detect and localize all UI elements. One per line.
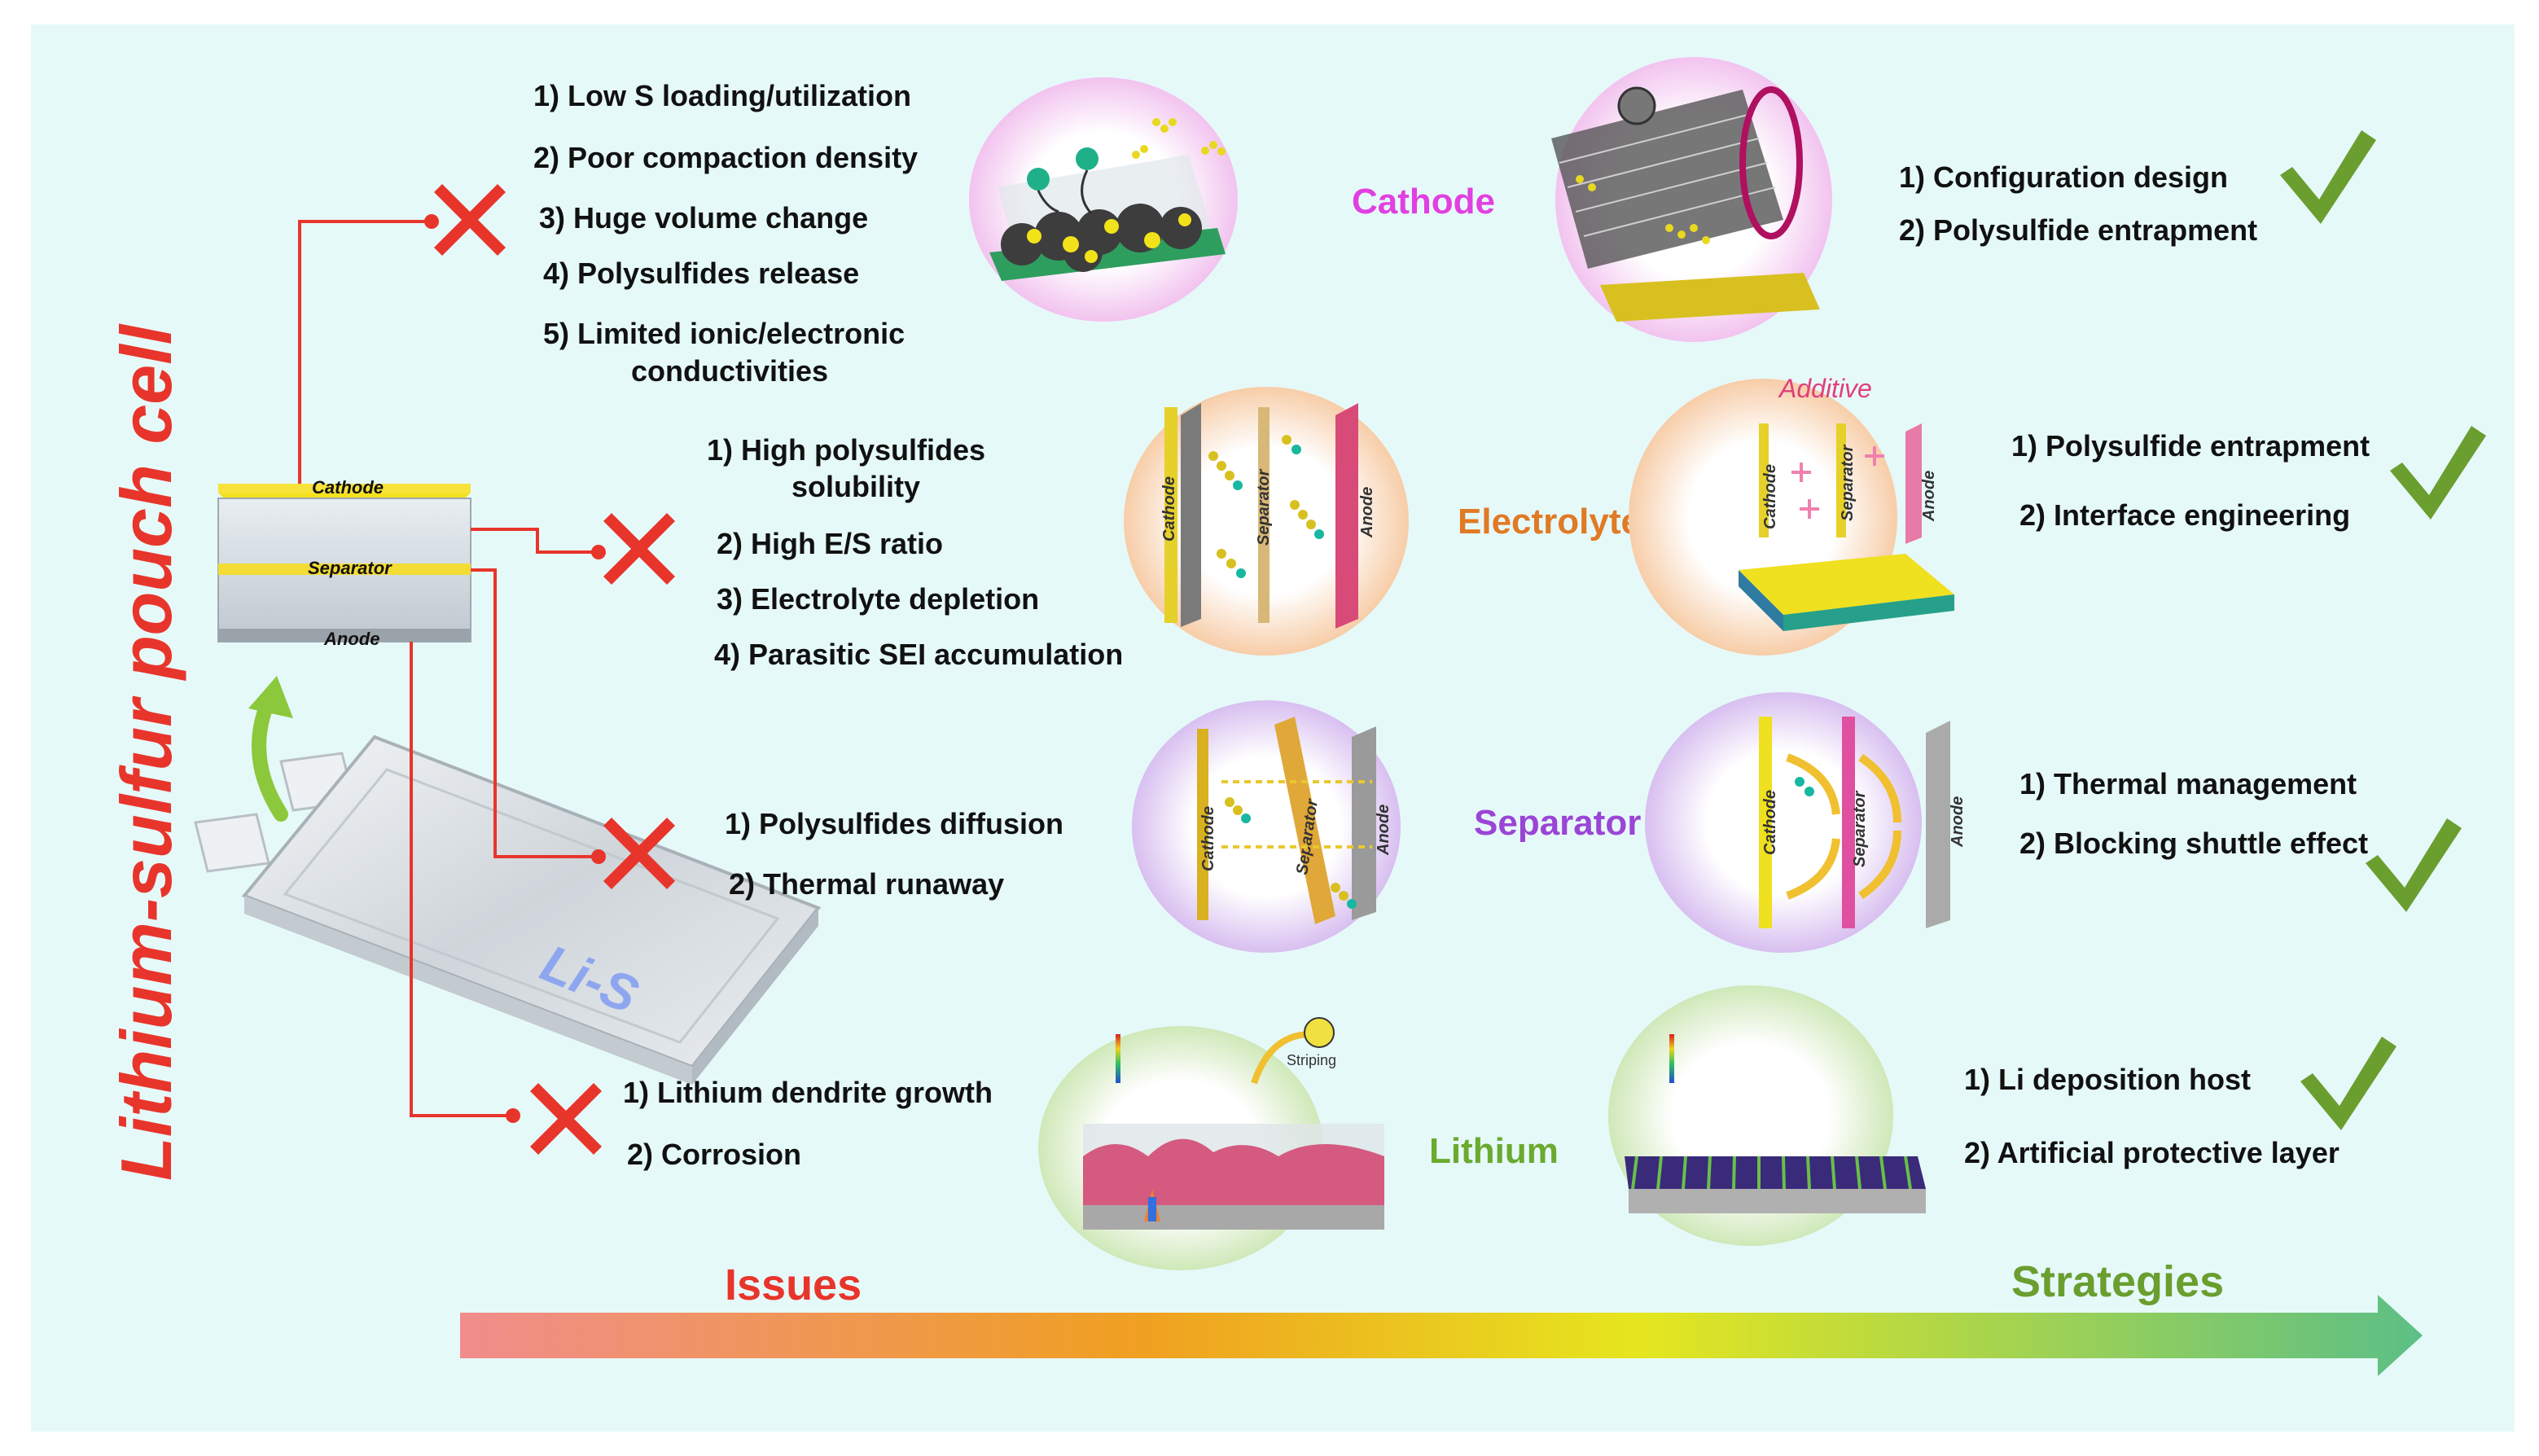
cathode-issue-illustration	[969, 77, 1238, 322]
lithium-title: Lithium	[1429, 1131, 1559, 1171]
issue-text: 4) Parasitic SEI accumulation	[714, 638, 1123, 671]
illustration-label: Cathode	[1160, 476, 1178, 542]
issue-text: solubility	[792, 470, 920, 503]
issues-label: Issues	[725, 1261, 862, 1309]
illustration-label: Anode	[1375, 805, 1392, 856]
check-icon-lithium	[2300, 1037, 2396, 1130]
cathode-title: Cathode	[1352, 182, 1495, 221]
strategies-label: Strategies	[2011, 1257, 2224, 1306]
cathode-issues: 1) Low S loading/utilization 2) Poor com…	[533, 79, 918, 388]
illustration-label: Separator	[1255, 468, 1273, 546]
connector-dots	[424, 214, 606, 1123]
lithium-strategies: 1) Li deposition host 2) Artificial prot…	[1964, 1063, 2339, 1169]
issue-text: 3) Huge volume change	[539, 201, 868, 235]
electrolyte-strategies: 1) Polysulfide entrapment 2) Interface e…	[2011, 429, 2370, 532]
issue-text: 1) Low S loading/utilization	[533, 79, 911, 112]
strategy-text: 1) Li deposition host	[1964, 1063, 2251, 1096]
cross-icon-cathode	[434, 184, 506, 256]
strategy-text: 2) Polysulfide entrapment	[1899, 213, 2257, 247]
electrolyte-strategy-illustration: Additive Cathode Separator Anode	[1629, 374, 1954, 656]
illustration-label: Cathode	[1199, 806, 1217, 871]
illustration-label: Anode	[1358, 487, 1376, 538]
cathode-strategies: 1) Configuration design 2) Polysulfide e…	[1899, 160, 2257, 247]
illustration-label: Anode	[1920, 471, 1938, 522]
illustration-label: Cathode	[1761, 464, 1779, 529]
strategy-text: 2) Interface engineering	[2019, 498, 2350, 532]
check-icon-electrolyte	[2390, 426, 2486, 520]
separator-strategy-illustration: Cathode Separator Anode	[1645, 692, 1967, 953]
separator-issues: 1) Polysulfides diffusion 2) Thermal run…	[725, 807, 1063, 901]
strategy-text: 1) Configuration design	[1899, 160, 2228, 194]
cell-label-anode: Anode	[323, 629, 379, 649]
issue-text: 1) Lithium dendrite growth	[623, 1076, 993, 1109]
illustration-label: Separator	[1839, 444, 1857, 521]
cell-label-separator: Separator	[308, 558, 392, 578]
issue-text: 3) Electrolyte depletion	[717, 582, 1039, 616]
lithium-issue-illustration: Striping	[1038, 1017, 1384, 1270]
electrolyte-issue-illustration: Cathode Separator Anode	[1124, 387, 1409, 656]
issue-text: 4) Polysulfides release	[543, 257, 859, 290]
electrolyte-title: Electrolyte	[1458, 502, 1641, 542]
strategy-text: 2) Blocking shuttle effect	[2019, 827, 2368, 860]
cross-icon-electrolyte	[603, 513, 675, 585]
separator-strategies: 1) Thermal management 2) Blocking shuttl…	[2019, 767, 2368, 860]
pouch-cell: Li-S	[194, 735, 822, 1085]
issue-text: 1) Polysulfides diffusion	[725, 807, 1063, 840]
lithium-strategy-illustration	[1608, 985, 1926, 1246]
strategy-text: 1) Polysulfide entrapment	[2011, 429, 2370, 463]
cathode-strategy-illustration	[1551, 57, 1832, 342]
cell-stack: Cathode Separator Anode	[217, 477, 471, 649]
issue-text: 2) Corrosion	[627, 1138, 801, 1171]
issue-text: 5) Limited ionic/electronic	[543, 317, 905, 350]
issue-text: 2) Thermal runaway	[729, 867, 1004, 901]
up-arrow-icon	[248, 676, 293, 822]
issue-text: 2) High E/S ratio	[717, 527, 943, 560]
issue-text: conductivities	[631, 354, 828, 388]
stripping-label: Striping	[1287, 1052, 1336, 1068]
separator-issue-illustration: Cathode Separator Anode	[1132, 700, 1401, 953]
separator-title: Separator	[1474, 803, 1641, 843]
strategy-text: 2) Artificial protective layer	[1964, 1136, 2339, 1169]
strategy-text: 1) Thermal management	[2019, 767, 2357, 800]
issues-strategies-arrow	[460, 1295, 2423, 1376]
additive-label: Additive	[1778, 374, 1872, 403]
lithium-issues: 1) Lithium dendrite growth 2) Corrosion	[623, 1076, 993, 1171]
illustration-label: Cathode	[1761, 790, 1779, 855]
connector-lines	[298, 220, 599, 1117]
cross-icon-separator	[603, 818, 675, 889]
check-icon-cathode	[2280, 130, 2376, 224]
cross-icon-lithium	[530, 1083, 602, 1155]
illustration-label: Anode	[1949, 796, 1967, 848]
illustration-label: Separator	[1851, 790, 1869, 867]
cell-label-cathode: Cathode	[312, 477, 384, 498]
electrolyte-issues: 1) High polysulfides solubility 2) High …	[707, 433, 1123, 671]
check-icon-separator	[2366, 818, 2462, 912]
vertical-title: Lithium-sulfur pouch cell	[106, 323, 186, 1181]
issue-text: 1) High polysulfides	[707, 433, 985, 467]
issue-text: 2) Poor compaction density	[533, 141, 918, 174]
